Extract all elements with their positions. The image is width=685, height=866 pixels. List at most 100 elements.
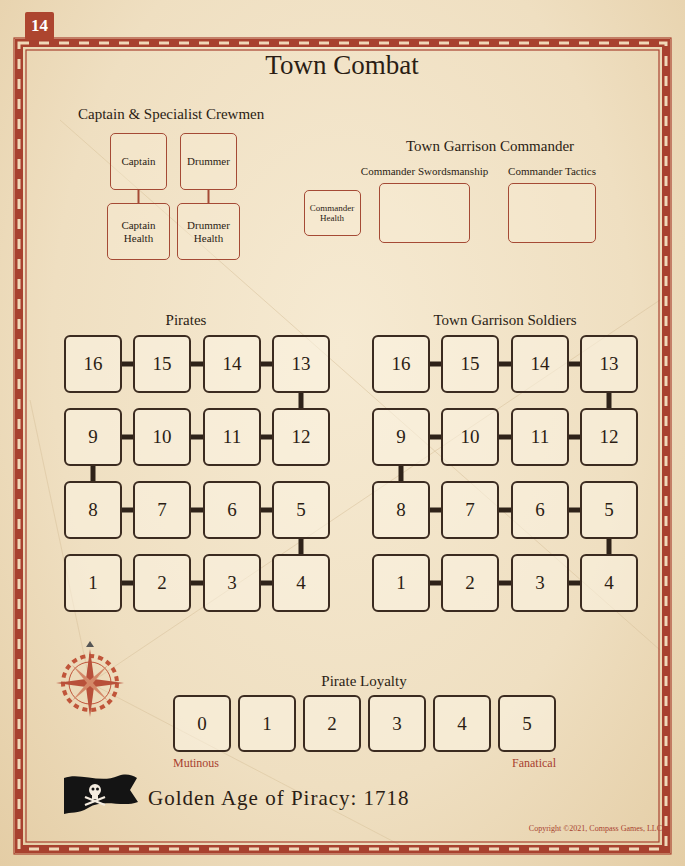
track-link — [430, 581, 441, 586]
track-number: 7 — [465, 499, 475, 521]
track-number: 8 — [396, 499, 406, 521]
track-box: 4 — [272, 554, 330, 612]
track-link — [299, 539, 304, 554]
box-heading: Commander Swordsmanship — [361, 165, 488, 178]
track-box: 15 — [441, 335, 499, 393]
track-number: 12 — [292, 426, 311, 448]
track-link — [191, 508, 203, 513]
jolly-roger-flag — [64, 775, 138, 814]
track-link — [138, 190, 140, 203]
track-box: 13 — [272, 335, 330, 393]
track-number: 5 — [296, 499, 306, 521]
track-box: 3 — [203, 554, 261, 612]
track-box: 1 — [372, 554, 430, 612]
track-box: 14 — [511, 335, 569, 393]
track-link — [499, 508, 511, 513]
track-box: 5 — [272, 481, 330, 539]
section-heading: Town Garrison Commander — [406, 138, 574, 155]
track-link — [122, 435, 133, 440]
track-link — [122, 508, 133, 513]
track-link — [191, 362, 203, 367]
track-box: 16 — [372, 335, 430, 393]
track-box: 10 — [133, 408, 191, 466]
scale-end-label: Fanatical — [512, 756, 556, 771]
track-number: 4 — [457, 713, 467, 735]
track-box: 9 — [372, 408, 430, 466]
track-number: 16 — [84, 353, 103, 375]
track-number: 3 — [535, 572, 545, 594]
section-heading: Town Garrison Soldiers — [433, 312, 576, 329]
track-box: 9 — [64, 408, 122, 466]
track-number: 4 — [604, 572, 614, 594]
box-label: Commander Health — [305, 203, 360, 224]
track-number: 1 — [396, 572, 406, 594]
track-number: 2 — [157, 572, 167, 594]
track-number: 9 — [396, 426, 406, 448]
track-box: 2 — [441, 554, 499, 612]
track-link — [499, 362, 511, 367]
track-link — [261, 508, 272, 513]
track-number: 1 — [262, 713, 272, 735]
section-heading: Pirate Loyalty — [321, 673, 406, 690]
copyright-note: Copyright ©2021, Compass Games, LLC — [529, 824, 662, 833]
track-number: 14 — [223, 353, 242, 375]
track-link — [191, 435, 203, 440]
track-box: 5 — [498, 695, 556, 752]
box-label: Drummer Health — [178, 219, 239, 244]
track-link — [499, 435, 511, 440]
track-number: 16 — [392, 353, 411, 375]
track-box: 11 — [511, 408, 569, 466]
track-link — [569, 581, 580, 586]
track-number: 6 — [535, 499, 545, 521]
track-box: 4 — [433, 695, 491, 752]
track-box: 8 — [64, 481, 122, 539]
track-number: 10 — [153, 426, 172, 448]
game-name: Golden Age of Piracy: 1718 — [148, 786, 410, 811]
track-link — [91, 466, 96, 481]
track-number: 6 — [227, 499, 237, 521]
box-label: Drummer — [185, 155, 232, 168]
track-number: 3 — [227, 572, 237, 594]
track-box: 3 — [368, 695, 426, 752]
track-link — [191, 581, 203, 586]
track-box: 16 — [64, 335, 122, 393]
track-link — [569, 508, 580, 513]
track-number: 11 — [223, 426, 241, 448]
track-number: 14 — [531, 353, 550, 375]
track-box: 6 — [511, 481, 569, 539]
track-number: 2 — [327, 713, 337, 735]
track-box: 0 — [173, 695, 231, 752]
track-link — [399, 466, 404, 481]
section-heading: Captain & Specialist Crewmen — [78, 106, 264, 123]
track-link — [299, 393, 304, 408]
track-number: 2 — [465, 572, 475, 594]
track-box: 1 — [64, 554, 122, 612]
box-heading: Commander Tactics — [508, 165, 596, 178]
track-number: 5 — [522, 713, 532, 735]
crew-box: Drummer — [180, 133, 237, 190]
track-link — [499, 581, 511, 586]
track-number: 3 — [392, 713, 402, 735]
track-number: 10 — [461, 426, 480, 448]
track-number: 11 — [531, 426, 549, 448]
track-box: 11 — [203, 408, 261, 466]
track-link — [569, 362, 580, 367]
box-label: Captain Health — [108, 219, 169, 244]
track-link — [261, 581, 272, 586]
crew-box: Captain — [110, 133, 167, 190]
track-box: 12 — [272, 408, 330, 466]
track-number: 15 — [461, 353, 480, 375]
track-box: 4 — [580, 554, 638, 612]
crew-box: Drummer Health — [177, 203, 240, 260]
track-link — [430, 508, 441, 513]
track-link — [261, 362, 272, 367]
track-link — [607, 393, 612, 408]
track-link — [430, 435, 441, 440]
track-box: 10 — [441, 408, 499, 466]
track-box: 13 — [580, 335, 638, 393]
track-box: 2 — [303, 695, 361, 752]
track-link — [569, 435, 580, 440]
track-number: 13 — [292, 353, 311, 375]
track-box: 3 — [511, 554, 569, 612]
